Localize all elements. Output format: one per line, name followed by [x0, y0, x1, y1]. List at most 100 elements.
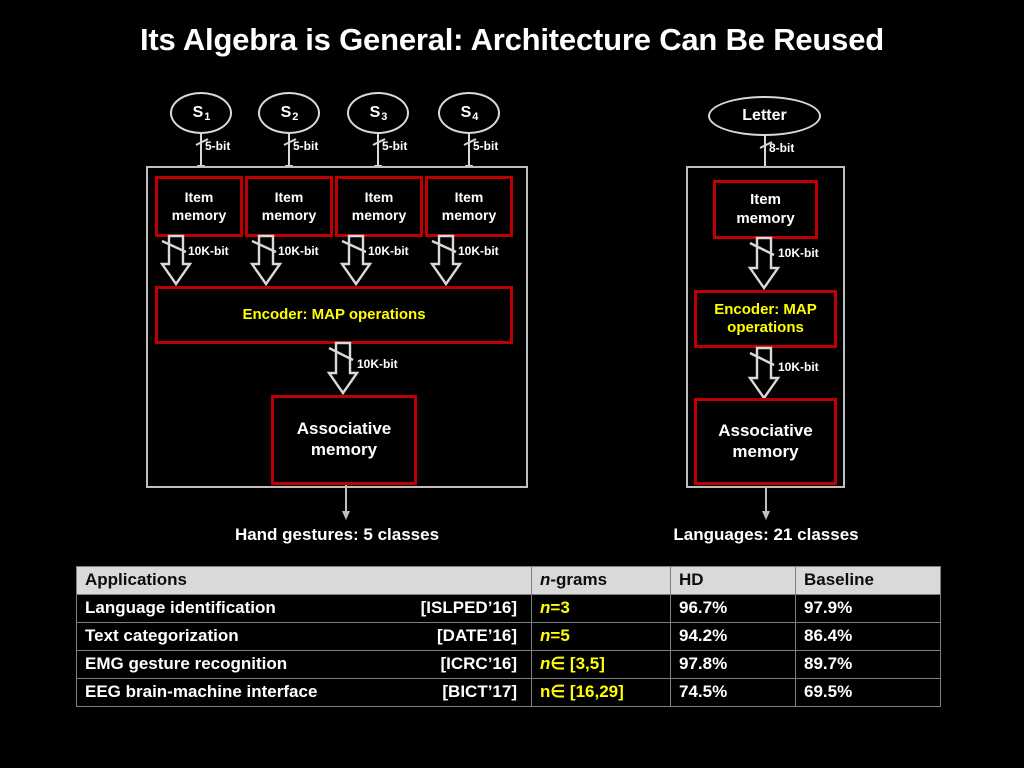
- item-memory-line1-4: Item: [454, 189, 484, 206]
- cell-ngrams: n∈ [16,29]: [531, 678, 671, 707]
- source-ellipse-letter: Letter: [708, 96, 821, 136]
- cell-hd: 96.7%: [670, 594, 796, 623]
- bit-label-item-memory-2-out: 10K-bit: [278, 244, 319, 258]
- column-header-hd: HD: [670, 566, 796, 595]
- item-memory-box-2: Item memory: [245, 176, 333, 237]
- column-header-baseline: Baseline: [795, 566, 941, 595]
- item-memory-line1-3: Item: [364, 189, 394, 206]
- table-row: EMG gesture recognition [ICRC’16] n∈ [3,5]…: [76, 650, 941, 679]
- results-table: Applications n-grams HD Baseline Languag…: [76, 566, 941, 707]
- encoder-label-left: Encoder: MAP operations: [242, 305, 426, 323]
- source-subscript-s1: 1: [204, 111, 211, 123]
- ngram-variable: n: [540, 682, 551, 701]
- application-reference: [ICRC’16]: [440, 654, 517, 673]
- application-name: Language identification: [85, 598, 276, 617]
- cell-baseline: 97.9%: [795, 594, 941, 623]
- cell-hd: 97.8%: [670, 650, 796, 679]
- item-memory-line2-3: memory: [351, 206, 407, 223]
- cell-baseline: 69.5%: [795, 678, 941, 707]
- ngram-variable: n: [540, 654, 551, 673]
- cell-baseline: 89.7%: [795, 650, 941, 679]
- associative-memory-line2-left: memory: [310, 440, 378, 459]
- ngram-value: =3: [550, 598, 570, 617]
- cell-ngrams: n=3: [531, 594, 671, 623]
- item-memory-box-right: Item memory: [713, 180, 818, 239]
- bit-label-item-memory-3-out: 10K-bit: [368, 244, 409, 258]
- encoder-line2-right: operations: [727, 319, 804, 336]
- encoder-box-right: Encoder: MAP operations: [694, 290, 837, 348]
- application-name: Text categorization: [85, 626, 239, 645]
- bit-label-encoder-out-right: 10K-bit: [778, 360, 819, 374]
- item-memory-line1-right: Item: [750, 191, 781, 209]
- bus-arrow-item-memory-4-to-encoder: [429, 234, 463, 287]
- application-name: EEG brain-machine interface: [85, 682, 318, 701]
- cell-ngrams: n∈ [3,5]: [531, 650, 671, 679]
- item-memory-line2-1: memory: [171, 206, 227, 223]
- associative-memory-box-left: Associative memory: [271, 395, 417, 485]
- associative-memory-line1-left: Associative: [296, 419, 392, 439]
- ngram-value: ∈ [3,5]: [550, 654, 605, 673]
- arrow-associative-to-caption-left: [342, 485, 350, 520]
- bus-arrow-encoder-to-associative-left: [326, 341, 360, 396]
- bit-label-s3: 5-bit: [382, 139, 408, 153]
- item-memory-box-4: Item memory: [425, 176, 513, 237]
- ngram-variable: n: [540, 598, 551, 617]
- cell-baseline: 86.4%: [795, 622, 941, 651]
- source-subscript-s4: 4: [472, 111, 479, 123]
- source-label-s4: S: [460, 104, 472, 121]
- column-header-ngrams: n-grams: [531, 566, 671, 595]
- item-memory-box-1: Item memory: [155, 176, 243, 237]
- bus-arrow-item-memory-2-to-encoder: [249, 234, 283, 287]
- arrow-associative-to-caption-right: [762, 487, 770, 520]
- bit-label-s2: 5-bit: [293, 139, 319, 153]
- source-label-s2: S: [280, 104, 292, 121]
- table-row: EEG brain-machine interface [BICT’17] n∈ […: [76, 678, 941, 707]
- bit-label-encoder-out-left: 10K-bit: [357, 357, 398, 371]
- item-memory-line2-4: memory: [441, 206, 497, 223]
- application-reference: [BICT’17]: [442, 682, 517, 701]
- application-reference: [DATE’16]: [437, 626, 517, 645]
- bit-label-s4: 5-bit: [473, 139, 499, 153]
- cell-application: EEG brain-machine interface [BICT’17]: [76, 678, 532, 707]
- associative-memory-line2-right: memory: [732, 441, 799, 461]
- source-label-s1: S: [192, 104, 204, 121]
- item-memory-box-3: Item memory: [335, 176, 423, 237]
- bit-label-item-memory-1-out: 10K-bit: [188, 244, 229, 258]
- right-diagram-caption: Languages: 21 classes: [673, 525, 859, 544]
- cell-ngrams: n=5: [531, 622, 671, 651]
- bit-label-item-memory-out-right: 10K-bit: [778, 246, 819, 260]
- table-header-row: Applications n-grams HD Baseline: [76, 566, 941, 595]
- cell-hd: 94.2%: [670, 622, 796, 651]
- encoder-box-left: Encoder: MAP operations: [155, 286, 513, 344]
- bit-label-s1: 5-bit: [205, 139, 231, 153]
- ngram-value: ∈ [16,29]: [550, 682, 624, 701]
- bus-arrow-item-memory-to-encoder-right: [747, 236, 781, 291]
- application-reference: [ISLPED’16]: [420, 598, 517, 617]
- cell-hd: 74.5%: [670, 678, 796, 707]
- bit-label-item-memory-4-out: 10K-bit: [458, 244, 499, 258]
- ngram-variable: n: [540, 626, 551, 645]
- bit-label-letter: 8-bit: [769, 141, 795, 155]
- left-diagram-caption: Hand gestures: 5 classes: [234, 525, 440, 544]
- cell-application: EMG gesture recognition [ICRC’16]: [76, 650, 532, 679]
- associative-memory-box-right: Associative memory: [694, 398, 837, 485]
- source-label-letter: Letter: [742, 107, 787, 124]
- bus-arrow-encoder-to-associative-right: [747, 346, 781, 401]
- column-header-applications: Applications: [76, 566, 532, 595]
- page-title: Its Algebra is General: Architecture Can…: [140, 22, 884, 57]
- application-name: EMG gesture recognition: [85, 654, 288, 673]
- source-label-s3: S: [369, 104, 381, 121]
- bus-arrow-item-memory-3-to-encoder: [339, 234, 373, 287]
- bus-arrow-item-memory-1-to-encoder: [159, 234, 193, 287]
- item-memory-line1-1: Item: [184, 189, 214, 206]
- source-subscript-s3: 3: [381, 111, 388, 123]
- source-subscript-s2: 2: [292, 111, 299, 123]
- cell-application: Language identification [ISLPED’16]: [76, 594, 532, 623]
